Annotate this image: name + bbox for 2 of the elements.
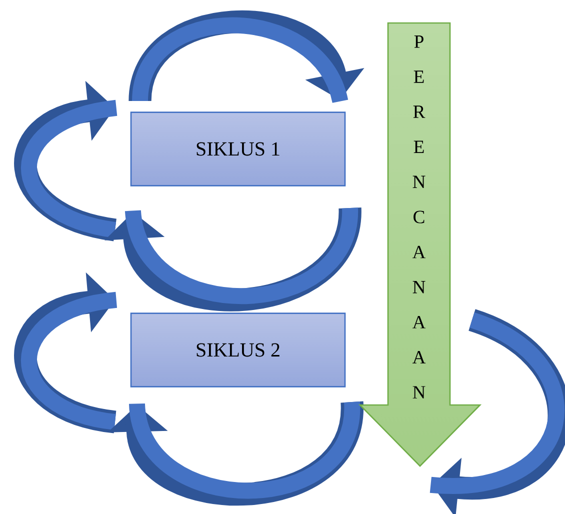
process-box: SIKLUS 2 [130,312,346,388]
process-box: SIKLUS 1 [130,112,346,186]
